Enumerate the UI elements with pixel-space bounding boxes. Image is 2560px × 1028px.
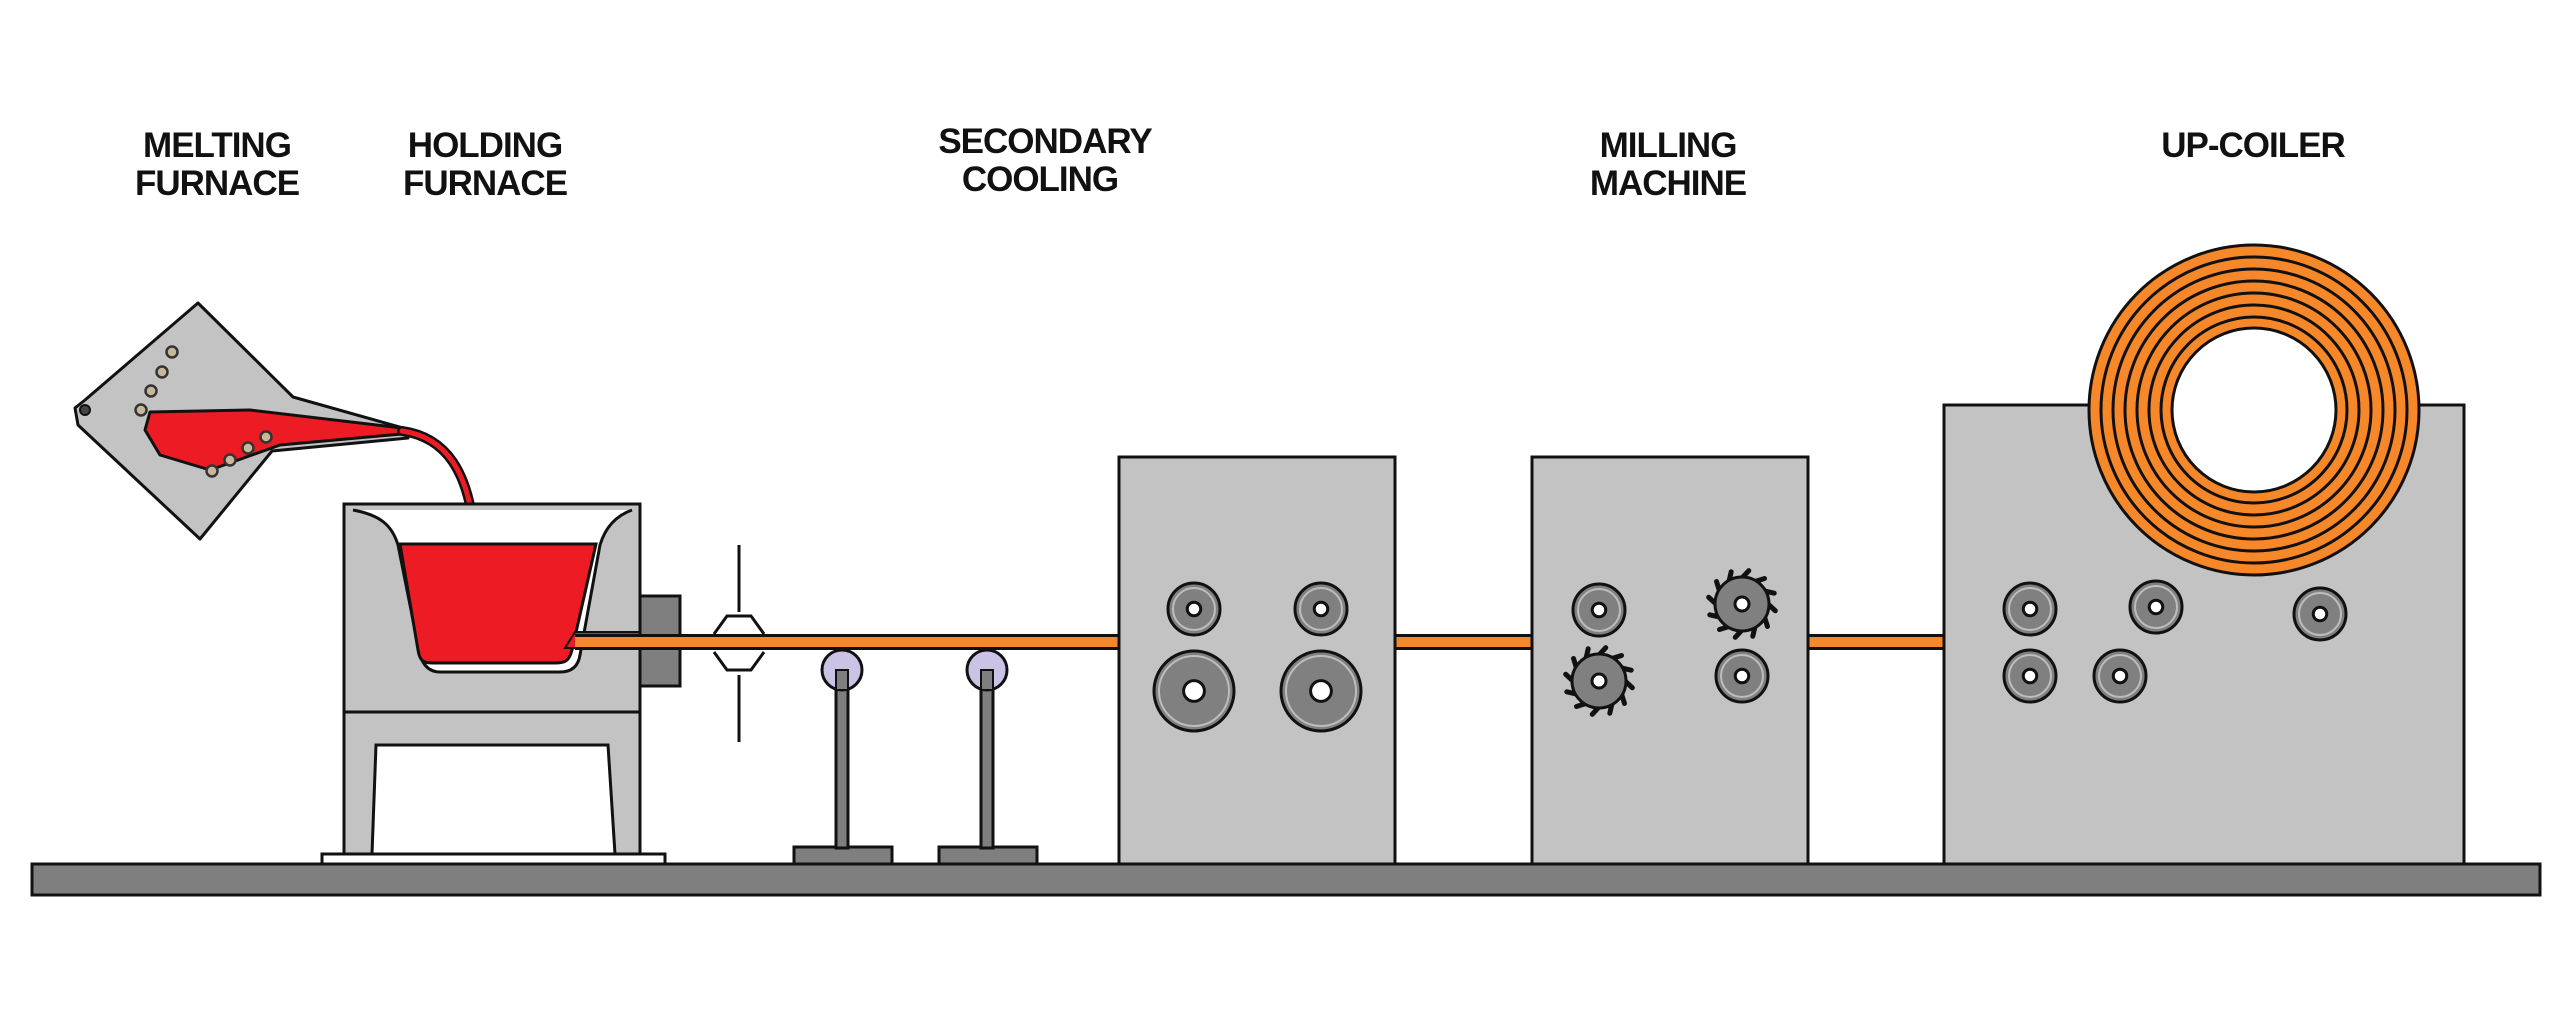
- rolling-mill-housing: [1117, 455, 1397, 866]
- label-milling-machine-line1: MILLING: [1600, 126, 1737, 165]
- rolling-mill-bottom-roller-1: [1152, 649, 1236, 733]
- holding-furnace-molten-metal: [398, 542, 598, 665]
- milling-machine: [1530, 455, 1810, 866]
- floor-base: [30, 862, 2542, 897]
- label-holding-furnace: HOLDING FURNACE: [403, 126, 568, 203]
- secondary-cooling-supports: [792, 648, 1039, 866]
- holding-furnace: [320, 502, 682, 866]
- rolling-mill-top-roller-2: [1293, 581, 1349, 637]
- melting-furnace-rivets: [134, 345, 273, 478]
- support-stand-1: [792, 648, 894, 866]
- coiler-bottom-roller-2: [2092, 648, 2148, 704]
- milling-cutter-bottom: [1563, 645, 1635, 717]
- label-secondary-cooling-line2: COOLING: [962, 160, 1118, 199]
- label-holding-furnace-line1: HOLDING: [408, 126, 562, 165]
- label-milling-machine: MILLING MACHINE: [1590, 126, 1747, 203]
- casting-mould: [712, 545, 766, 742]
- melting-furnace-molten-metal: [143, 408, 404, 472]
- milling-bottom-roller: [1714, 648, 1770, 704]
- up-coiler-coil: [2087, 243, 2421, 577]
- label-melting-furnace: MELTING FURNACE: [135, 126, 300, 203]
- coiler-bottom-roller-1: [2002, 648, 2058, 704]
- coiler-top-roller-2: [2128, 579, 2184, 635]
- rolling-mill-rollers: [1152, 581, 1363, 733]
- label-melting-furnace-line2: FURNACE: [135, 164, 299, 203]
- support-stand-2: [937, 648, 1039, 866]
- rolling-mill-top-roller-1: [1166, 581, 1222, 637]
- coil-core: [2170, 326, 2338, 494]
- milling-machine-rollers: [1563, 568, 1778, 717]
- holding-furnace-stand-plate: [320, 852, 667, 866]
- rolling-mill-bottom-roller-2: [1279, 649, 1363, 733]
- milling-top-roller: [1571, 582, 1627, 638]
- up-coiler: [1942, 243, 2466, 866]
- label-secondary-cooling: SECONDARY COOLING: [938, 122, 1153, 199]
- milling-cutter-top: [1706, 568, 1778, 640]
- label-melting-furnace-line1: MELTING: [143, 126, 291, 165]
- label-up-coiler: UP-COILER: [2161, 126, 2346, 165]
- coiler-pinch-roller: [2292, 586, 2348, 642]
- label-secondary-cooling-line1: SECONDARY: [938, 122, 1152, 161]
- up-coiler-rollers: [2002, 579, 2348, 704]
- label-holding-furnace-line2: FURNACE: [403, 164, 567, 203]
- coiler-top-roller-1: [2002, 581, 2058, 637]
- label-up-coiler-line1: UP-COILER: [2161, 126, 2345, 165]
- rolling-mill: [1117, 455, 1397, 866]
- label-milling-machine-line2: MACHINE: [1590, 164, 1746, 203]
